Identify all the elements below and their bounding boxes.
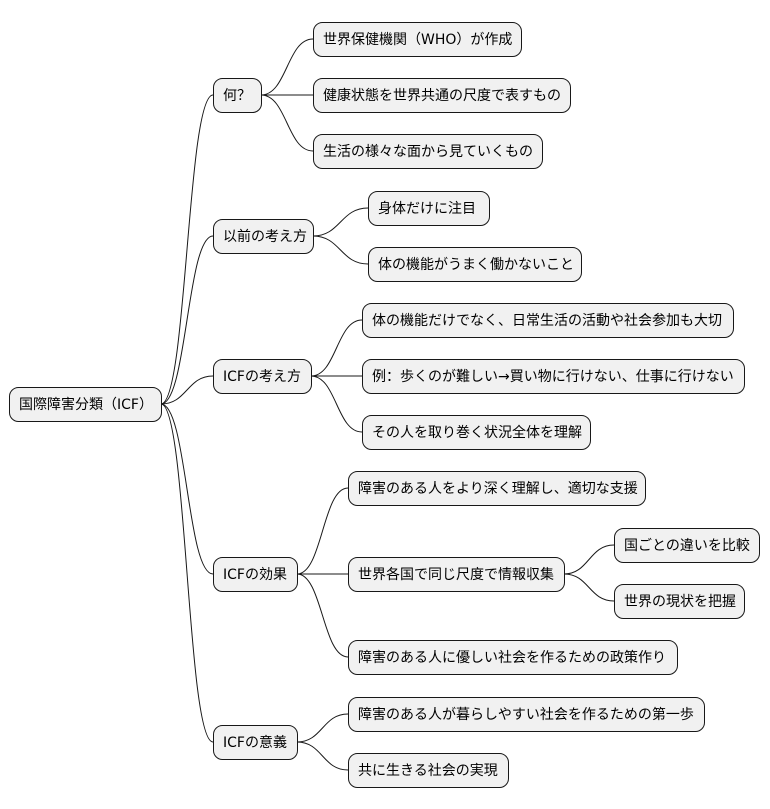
node-label: その人を取り巻く状況全体を理解 — [372, 424, 582, 441]
topic-nodes: 国際障害分類（ICF） 何？ 世界保健機関（WHO）が作成健康状態を世界共通の尺度で… — [9, 22, 760, 788]
node-box — [348, 557, 565, 592]
node-label: 世界保健機関（WHO）が作成 — [323, 32, 512, 48]
node-box — [348, 753, 509, 788]
node-label: 身体だけに注目 — [378, 201, 476, 217]
connector-lines — [160, 38, 615, 771]
edge-meaning-to-meaning-2 — [296, 741, 349, 771]
node-effect: ICFの効果 — [213, 557, 298, 592]
node-view-1: 体の機能だけでなく、日常生活の活動や社会参加も大切 — [362, 303, 734, 338]
edge-root-to-before — [160, 235, 214, 405]
edge-before-to-before-1 — [312, 207, 369, 237]
node-box — [614, 528, 760, 563]
node-box — [313, 78, 571, 113]
node-effect-2: 世界各国で同じ尺度で情報収集 — [348, 557, 565, 592]
node-box — [213, 557, 298, 592]
node-box — [362, 359, 745, 394]
node-meaning-1: 障害のある人が暮らしやすい社会を作るための第一歩 — [348, 697, 705, 732]
edge-effect-2-to-effect-2-2 — [563, 573, 615, 602]
node-before-1: 身体だけに注目 — [368, 191, 490, 226]
node-box — [348, 640, 678, 675]
edge-meaning-to-meaning-1 — [296, 713, 349, 743]
node-meaning-2: 共に生きる社会の実現 — [348, 753, 509, 788]
node-label: 世界の現状を把握 — [624, 594, 736, 610]
edge-root-to-icf-view — [160, 375, 214, 405]
edge-effect-2-to-effect-2-1 — [563, 544, 615, 575]
edge-root-to-meaning — [160, 403, 214, 743]
node-box — [368, 191, 490, 226]
node-label: 国際障害分類（ICF） — [19, 397, 153, 413]
node-box — [368, 247, 582, 282]
node-label: 健康状態を世界共通の尺度で表すもの — [323, 87, 561, 104]
node-label: 例：歩くのが難しい→買い物に行けない、仕事に行けない — [372, 369, 734, 385]
node-box — [313, 134, 543, 169]
node-box — [614, 584, 745, 619]
node-label: ICFの考え方 — [223, 369, 301, 385]
node-label: 生活の様々な面から見ていくもの — [323, 144, 533, 160]
node-box — [213, 78, 262, 113]
node-effect-3: 障害のある人に優しい社会を作るための政策作り — [348, 640, 678, 675]
node-label: 障害のある人をより深く理解し、適切な支援 — [358, 480, 638, 497]
node-root: 国際障害分類（ICF） — [9, 387, 162, 422]
node-view-2: 例：歩くのが難しい→買い物に行けない、仕事に行けない — [362, 359, 745, 394]
node-label: ICFの効果 — [223, 567, 287, 583]
node-label: 体の機能がうまく働かないこと — [378, 257, 574, 273]
node-label: ICFの意義 — [223, 734, 287, 751]
node-box — [213, 725, 298, 760]
node-what-2: 健康状態を世界共通の尺度で表すもの — [313, 78, 571, 113]
node-box — [362, 415, 591, 450]
node-effect-2-2: 世界の現状を把握 — [614, 584, 745, 619]
node-what: 何？ — [213, 78, 262, 113]
node-label: 体の機能だけでなく、日常生活の活動や社会参加も大切 — [372, 312, 722, 329]
edge-before-to-before-2 — [312, 235, 369, 265]
node-label: 共に生きる社会の実現 — [358, 763, 498, 779]
node-label: 以前の考え方 — [223, 228, 307, 245]
node-box — [313, 22, 522, 57]
edge-what-to-what-1 — [260, 38, 314, 96]
node-box — [348, 471, 646, 506]
node-what-1: 世界保健機関（WHO）が作成 — [313, 22, 522, 57]
node-box — [213, 219, 314, 254]
edge-icf-view-to-view-3 — [310, 375, 363, 433]
edge-root-to-what — [160, 94, 214, 405]
node-label: 障害のある人が暮らしやすい社会を作るための第一歩 — [358, 706, 694, 723]
node-before-2: 体の機能がうまく働かないこと — [368, 247, 582, 282]
node-label: 国ごとの違いを比較 — [624, 538, 750, 554]
node-label: 世界各国で同じ尺度で情報収集 — [358, 566, 554, 583]
node-before: 以前の考え方 — [213, 219, 314, 254]
edge-root-to-effect — [160, 403, 214, 575]
edge-effect-to-effect-3 — [296, 573, 349, 658]
edge-what-to-what-3 — [260, 94, 314, 152]
node-what-3: 生活の様々な面から見ていくもの — [313, 134, 543, 169]
node-effect-2-1: 国ごとの違いを比較 — [614, 528, 760, 563]
edge-effect-to-effect-1 — [296, 487, 349, 575]
node-box — [213, 359, 312, 394]
node-label: 障害のある人に優しい社会を作るための政策作り — [358, 649, 666, 666]
node-view-3: その人を取り巻く状況全体を理解 — [362, 415, 591, 450]
node-effect-1: 障害のある人をより深く理解し、適切な支援 — [348, 471, 646, 506]
node-meaning: ICFの意義 — [213, 725, 298, 760]
node-box — [362, 303, 734, 338]
node-icf-view: ICFの考え方 — [213, 359, 312, 394]
node-box — [9, 387, 162, 422]
node-label: 何？ — [223, 88, 251, 104]
node-box — [348, 697, 705, 732]
edge-icf-view-to-view-1 — [310, 319, 363, 377]
